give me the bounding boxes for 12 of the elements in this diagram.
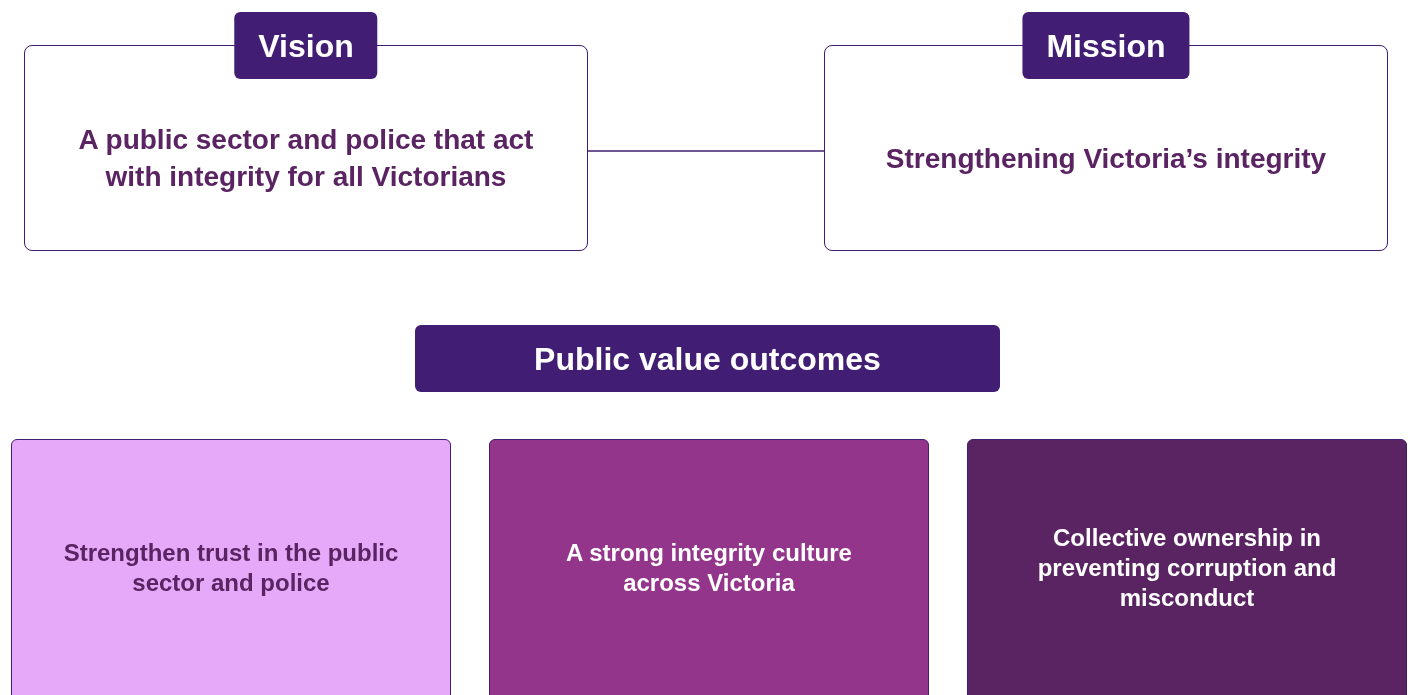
outcome-card <box>967 439 1407 695</box>
section-banner: Public value outcomes <box>415 325 1000 392</box>
outcome-card <box>489 439 929 695</box>
heading-tab: Mission <box>1022 12 1190 79</box>
outcome-text: Collective ownership in preventing corruption and misconduct <box>1036 523 1338 613</box>
statement-text: Strengthening Victoria’s integrity <box>885 141 1327 176</box>
heading-tab: Vision <box>234 12 378 79</box>
outcome-card <box>11 439 451 695</box>
connector-line <box>587 150 825 152</box>
outcome-text: Strengthen trust in the public sector and police <box>62 538 400 598</box>
statement-text: A public sector and police that act with integrity for all Victorians <box>77 123 535 194</box>
outcome-text: A strong integrity culture across Victoria <box>565 538 853 598</box>
